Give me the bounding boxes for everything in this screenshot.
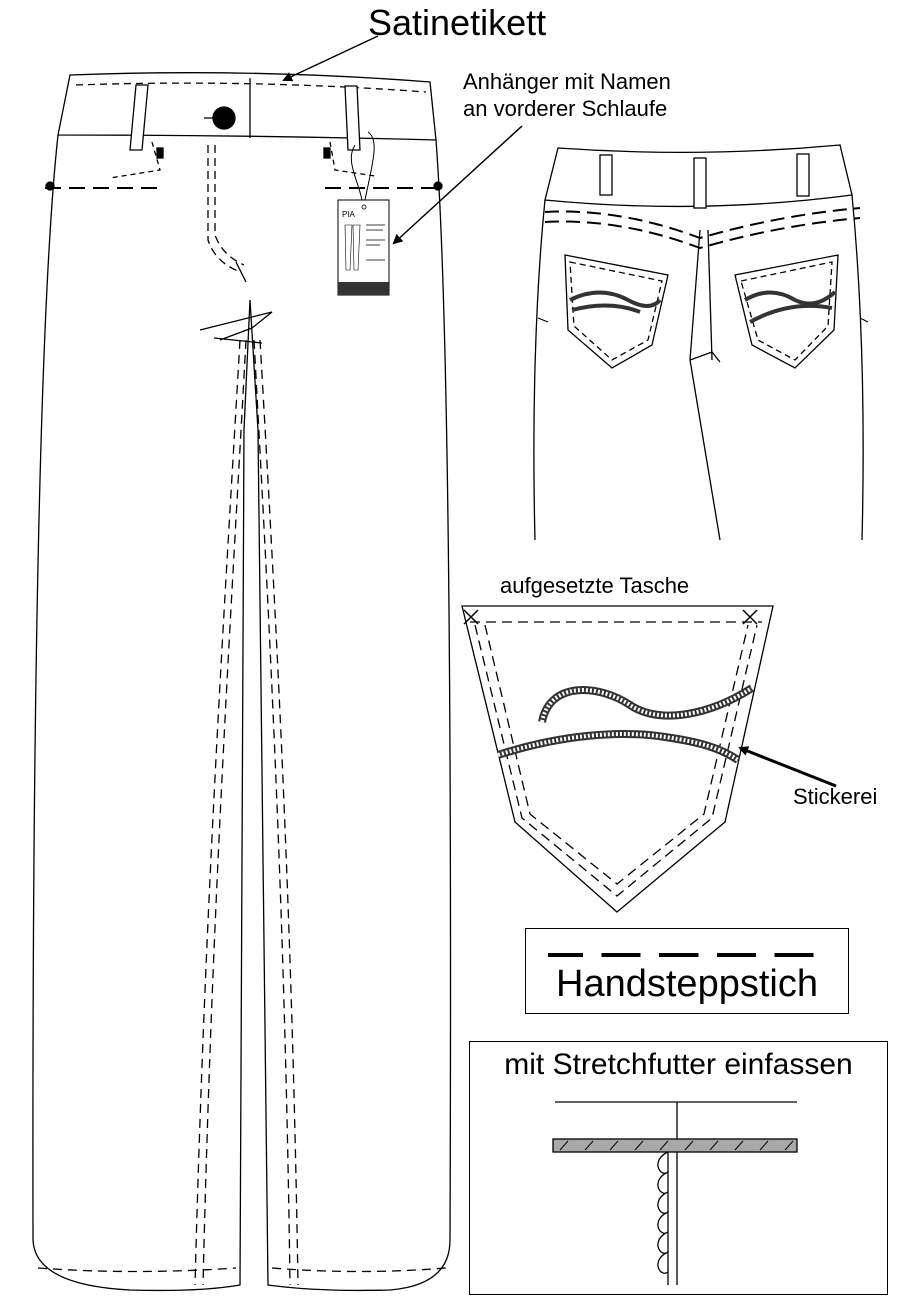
back-view xyxy=(533,144,869,541)
front-belt-loop-left xyxy=(129,84,149,151)
hangtag-arrow xyxy=(392,125,523,245)
back-body-outline xyxy=(533,194,864,541)
back-pocket-right xyxy=(734,254,839,369)
hang-tag-name: PIA xyxy=(342,210,356,219)
embroidery-arrow xyxy=(738,746,837,788)
back-belt-loop-center xyxy=(693,157,707,209)
rivet-right xyxy=(433,181,443,191)
back-embroidery-left xyxy=(569,290,662,308)
stretch-lining-label: mit Stretchfutter einfassen xyxy=(504,1048,853,1081)
patch-pocket-detail xyxy=(461,605,774,913)
leader-arrows xyxy=(282,35,837,788)
hand-stitch-label: Handsteppstich xyxy=(556,963,818,1005)
front-waistband xyxy=(57,72,437,141)
patch-pocket-caption: aufgesetzte Tasche xyxy=(500,573,690,598)
back-pocket-left xyxy=(564,254,669,369)
hand-stitch-sample xyxy=(548,953,828,957)
satin-label-caption: Satinetikett xyxy=(368,2,547,43)
stretch-lining-box: mit Stretchfutter einfassen xyxy=(469,1041,888,1295)
hangtag-caption-line1: Anhänger mit Namen xyxy=(463,69,671,94)
front-belt-loop-right xyxy=(344,85,361,151)
front-body-outline xyxy=(32,134,452,1292)
back-belt-loop-right xyxy=(796,153,810,197)
rivet-left xyxy=(45,181,55,191)
back-belt-loop-left xyxy=(599,154,613,196)
embroidery-caption: Stickerei xyxy=(793,784,878,809)
waistband-button xyxy=(212,106,236,130)
front-view xyxy=(32,72,452,1292)
fly-stitching xyxy=(207,145,241,273)
hangtag-caption-line2: an vorderer Schlaufe xyxy=(463,96,668,121)
hang-tag: PIA xyxy=(337,131,390,296)
inseam-stitch-right xyxy=(253,339,291,1286)
inseam-stitch-left xyxy=(194,339,241,1286)
patch-pocket-outline xyxy=(461,605,774,913)
hand-stitch-legend: Handsteppstich xyxy=(525,928,849,1014)
stretch-lining-diagram xyxy=(552,1101,798,1285)
satin-label-arrow xyxy=(282,35,379,82)
hangtag-caption: Anhänger mit Namen an vorderer Schlaufe xyxy=(463,68,671,122)
back-embroidery-right xyxy=(743,290,837,306)
front-hem-stitch xyxy=(37,1267,237,1273)
